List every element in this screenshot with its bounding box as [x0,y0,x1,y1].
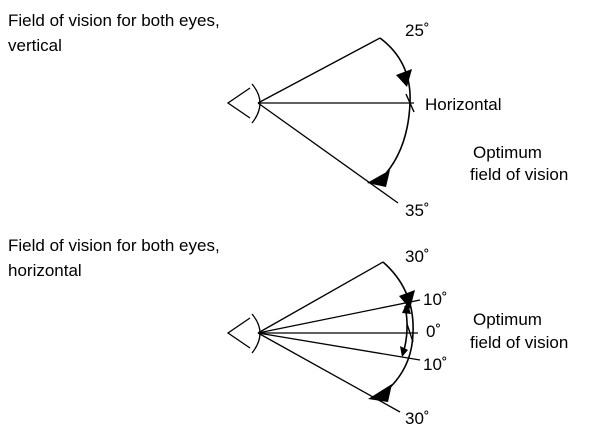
horizontal-outer-upper-ray [257,261,384,334]
horizontal-title-line1: Field of vision for both eyes, [8,236,220,255]
horizontal-inner-lower-angle: 10˚ [423,355,448,374]
horizontal-inner-arrow-head-upper [402,302,411,314]
vertical-horizontal-tick [405,93,415,113]
vertical-optimum-arc [379,37,411,181]
vertical-arrow-head-upper [396,69,412,87]
vertical-eye-icon [226,83,261,124]
horizontal-optimum-line1: Optimum [473,310,542,329]
horizontal-inner-upper-ray [257,299,421,334]
horizontal-inner-lower-ray [257,332,421,361]
vertical-upper-ray [257,37,381,104]
horizontal-optimum-line2: field of vision [470,333,568,352]
horizontal-outer-lower-angle: 30˚ [405,409,430,427]
horizontal-center-tick [406,323,414,343]
horizontal-outer-upper-angle: 30˚ [405,247,430,266]
horizontal-inner-arrow-head-lower [400,346,408,357]
vertical-section: Field of vision for both eyes, vertical … [8,11,568,220]
horizontal-title-line2: horizontal [8,261,82,280]
horizontal-outer-arrow-head-upper [399,290,415,309]
vertical-lower-angle: 35˚ [405,201,430,220]
horizontal-section: Field of vision for both eyes, horizonta… [8,236,568,428]
vertical-optimum-line1: Optimum [473,143,542,162]
vertical-title-line2: vertical [8,36,62,55]
vertical-optimum-line2: field of vision [470,165,568,184]
horizontal-inner-upper-angle: 10˚ [423,290,448,309]
horizontal-center-angle: 0˚ [426,322,441,341]
vertical-lower-ray [257,102,399,204]
horizontal-outer-arc [379,261,414,397]
horizontal-outer-arrow-head-lower [368,384,392,402]
vertical-horizontal-label: Horizontal [425,95,502,114]
horizontal-eye-icon [226,313,261,354]
vertical-arrow-head-lower [367,170,390,187]
vertical-upper-angle: 25˚ [405,21,430,40]
vertical-title-line1: Field of vision for both eyes, [8,11,220,30]
